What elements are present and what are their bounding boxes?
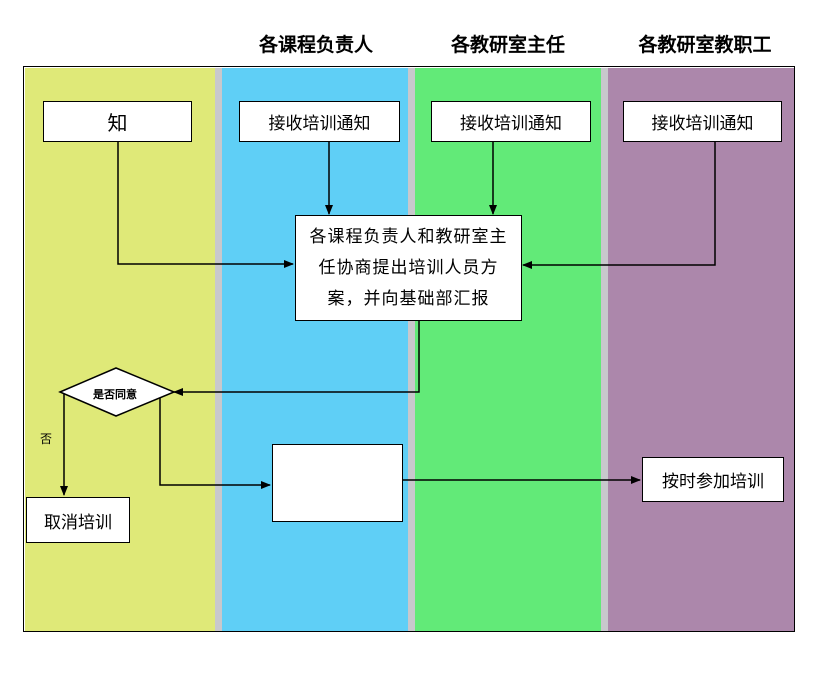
lane-separator — [601, 68, 608, 631]
decision-diamond — [58, 367, 176, 417]
attend-training-box: 按时参加培训 — [642, 457, 784, 502]
edge-consult-to-decision — [173, 320, 420, 396]
lane-header-course-leaders: 各课程负责人 — [258, 34, 373, 56]
decision-no-label: 否 — [40, 432, 53, 446]
diagram-frame — [23, 66, 795, 632]
edge-decision-to-box — [159, 392, 271, 489]
lane-4 — [608, 68, 794, 631]
edge-receive4-to-consult — [522, 141, 716, 269]
cancel-training-box: 取消培训 — [26, 497, 130, 543]
receive-notice-staff: 接收培训通知 — [623, 101, 782, 142]
empty-process-box — [272, 444, 403, 522]
decision-label: 是否同意 — [93, 388, 137, 401]
edge-notice-to-consult — [117, 141, 294, 268]
lane-separator — [408, 68, 415, 631]
lane-2 — [222, 68, 408, 631]
lane-header-department-heads: 各教研室主任 — [450, 34, 565, 56]
receive-notice-course-leaders: 接收培训通知 — [239, 101, 400, 142]
notice-box: 知 — [43, 101, 192, 142]
lane-header-staff: 各教研室教职工 — [638, 34, 772, 56]
receive-notice-department-heads: 接收培训通知 — [431, 101, 591, 142]
lane-3 — [415, 68, 601, 631]
consult-plan-box: 各课程负责人和教研室主任协商提出培训人员方案，并向基础部汇报 — [295, 215, 522, 321]
lane-separator — [215, 68, 222, 631]
